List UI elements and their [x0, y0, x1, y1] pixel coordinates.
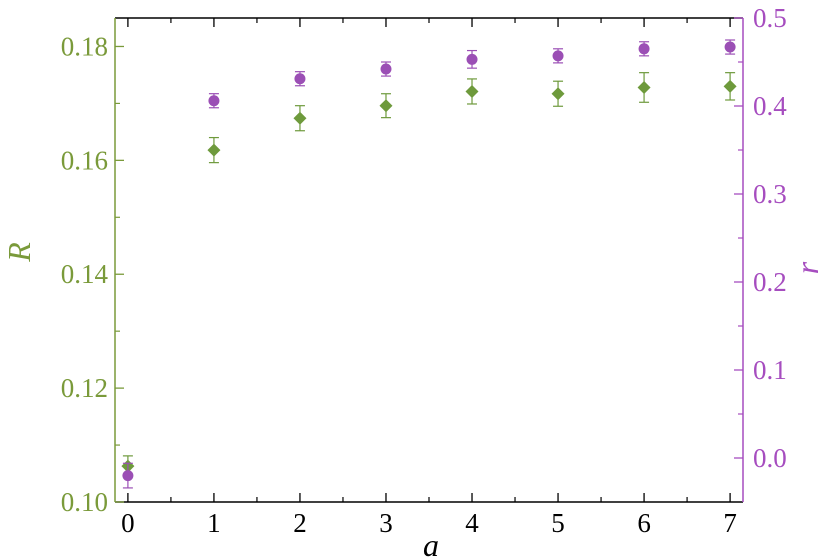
data-point-circle: [208, 95, 220, 107]
y-left-tick-label: 0.18: [61, 31, 108, 61]
data-point-circle: [638, 43, 650, 55]
data-point-diamond: [465, 84, 479, 98]
data-point-diamond: [723, 79, 737, 93]
x-tick-label: 1: [207, 508, 221, 538]
y-axis-right-title: r: [789, 261, 825, 274]
data-point-diamond: [293, 111, 307, 125]
data-point-diamond: [207, 143, 221, 157]
y-left-tick-label: 0.12: [61, 373, 108, 403]
y-axis-left-title: R: [1, 242, 37, 263]
y-right-tick-label: 0.4: [753, 91, 787, 121]
y-right-tick-label: 0.0: [753, 443, 787, 473]
y-right-tick-label: 0.2: [753, 267, 787, 297]
x-tick-label: 6: [637, 508, 651, 538]
x-tick-label: 4: [465, 508, 479, 538]
y-right-tick-label: 0.1: [753, 355, 787, 385]
x-tick-label: 5: [551, 508, 565, 538]
data-point-diamond: [637, 80, 651, 94]
y-left-tick-label: 0.16: [61, 145, 108, 175]
data-point-circle: [724, 41, 736, 53]
x-tick-label: 0: [121, 508, 135, 538]
y-axis-right: 0.0 0.1 0.2 0.3 0.4 0.5: [734, 3, 787, 473]
data-point-diamond: [379, 99, 393, 113]
y-axis-left: 0.10 0.12 0.14 0.16 0.18: [61, 31, 124, 517]
x-tick-label: 2: [293, 508, 307, 538]
data-point-circle: [380, 63, 392, 75]
y-left-tick-label: 0.10: [61, 487, 108, 517]
y-left-tick-label: 0.14: [61, 259, 109, 289]
data-point-diamond: [551, 87, 565, 101]
x-axis: 0 1 2 3 4 5 6 7: [121, 18, 737, 538]
x-tick-label: 7: [723, 508, 737, 538]
y-right-tick-label: 0.5: [753, 3, 787, 33]
data-point-circle: [552, 50, 564, 62]
data-series: [121, 39, 737, 489]
x-axis-title: a: [423, 527, 439, 560]
data-point-circle: [294, 73, 306, 85]
data-point-circle: [122, 470, 134, 482]
data-point-circle: [466, 53, 478, 65]
series-left-diamond: [121, 72, 737, 477]
x-tick-label: 3: [379, 508, 393, 538]
y-right-tick-label: 0.3: [753, 179, 787, 209]
series-right-circle: [122, 39, 736, 489]
